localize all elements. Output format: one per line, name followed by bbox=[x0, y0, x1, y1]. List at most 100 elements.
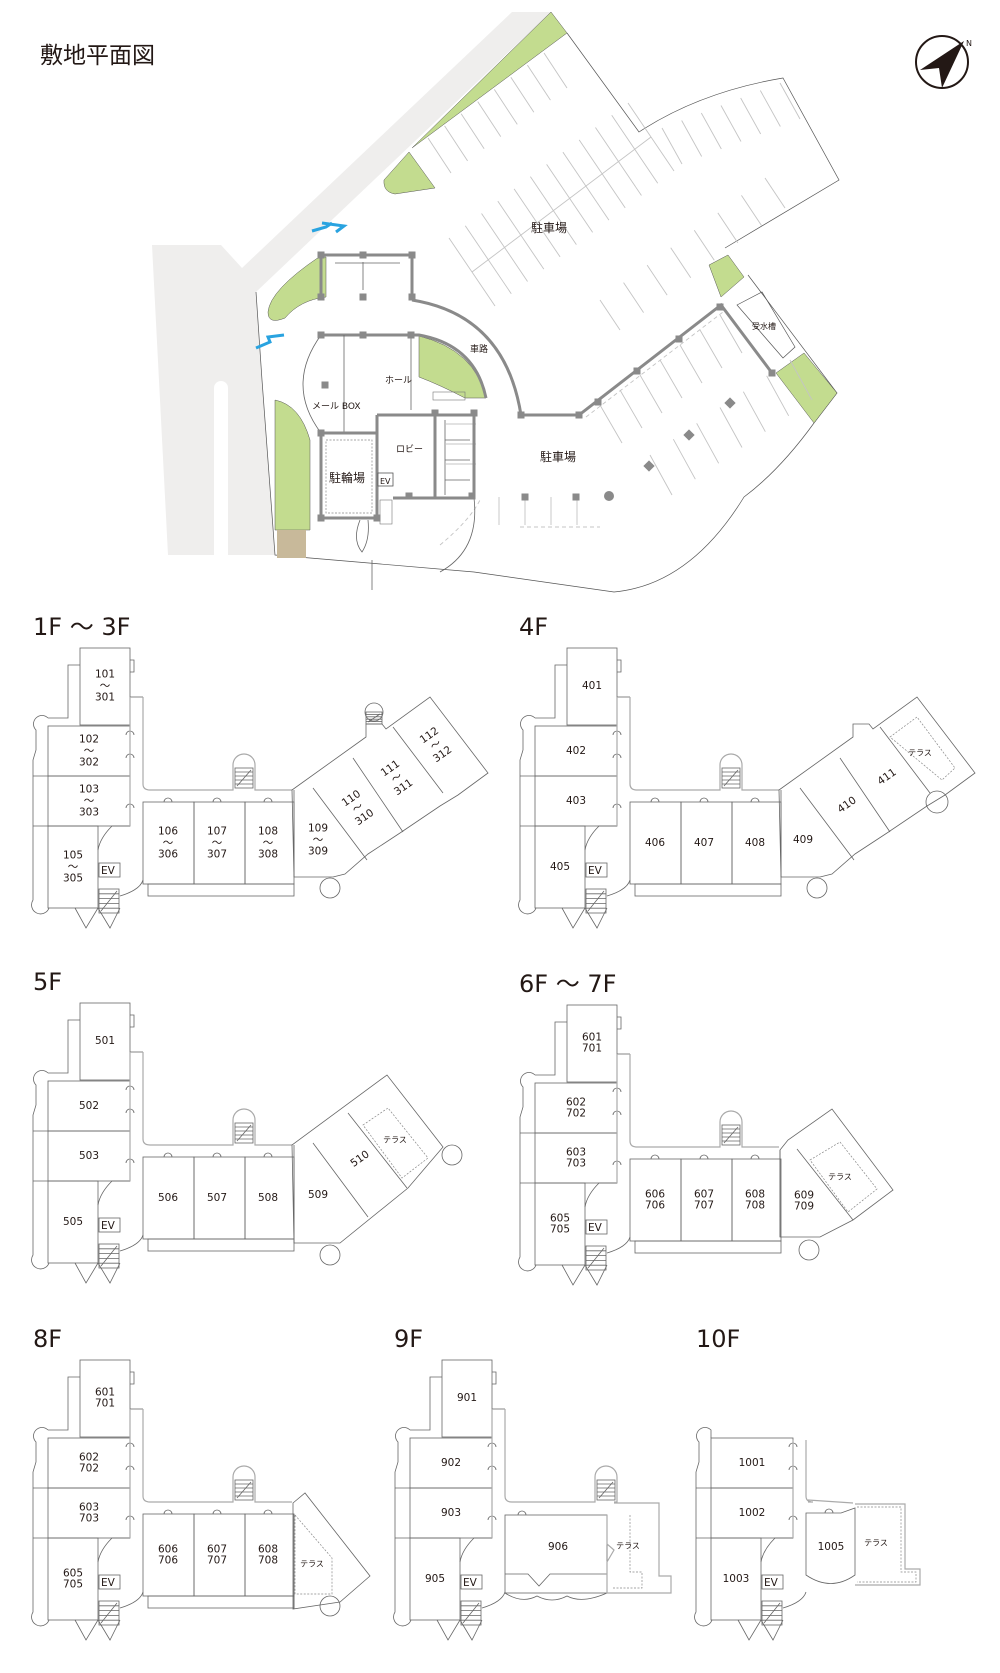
unit-room bbox=[534, 825, 586, 909]
parking-stall-line bbox=[700, 112, 722, 150]
parking-stall-line bbox=[693, 230, 715, 261]
stair bbox=[234, 1122, 254, 1144]
door-swing bbox=[699, 1154, 709, 1160]
unit-number: 102 bbox=[79, 734, 99, 746]
parking-south-label: 駐車場 bbox=[540, 449, 576, 464]
parking-stall-line bbox=[679, 344, 703, 384]
parking-dashed-line bbox=[439, 311, 724, 546]
water-tank bbox=[736, 291, 796, 359]
balcony-line bbox=[505, 1573, 607, 1587]
parking-stall-line bbox=[764, 177, 786, 209]
unit-label: 507 bbox=[207, 1192, 227, 1204]
site-stair bbox=[432, 391, 466, 401]
wall-line bbox=[535, 1016, 622, 1076]
elevator-box bbox=[460, 1574, 483, 1590]
unit-number: 306 bbox=[158, 849, 178, 861]
balcony bbox=[147, 883, 295, 897]
unit-number: 605 bbox=[550, 1213, 570, 1225]
parking-stall-line bbox=[543, 52, 568, 89]
parking-stall-line bbox=[719, 314, 743, 354]
unit-number: 603 bbox=[566, 1147, 586, 1159]
unit-number: 903 bbox=[441, 1507, 461, 1519]
unit-number: 309 bbox=[308, 846, 328, 858]
wall-line bbox=[520, 775, 631, 929]
planting-area bbox=[383, 151, 436, 195]
stair bbox=[596, 1479, 616, 1501]
unit-number: 707 bbox=[207, 1555, 227, 1567]
stair bbox=[365, 711, 383, 725]
unit-label: 903 bbox=[441, 1507, 461, 1519]
unit-label: 508 bbox=[258, 1192, 278, 1204]
site-plan-title: 敷地平面図 bbox=[40, 43, 155, 69]
corridor-wall bbox=[629, 1054, 779, 1148]
parking-stall-line bbox=[448, 237, 473, 273]
parking-stall-line bbox=[585, 185, 610, 221]
structural-column bbox=[604, 491, 614, 501]
parking-stall-line bbox=[520, 234, 545, 270]
wall-line bbox=[31, 1427, 50, 1627]
structural-column bbox=[359, 251, 367, 259]
unit-room bbox=[79, 1002, 131, 1081]
parking-stall-line bbox=[741, 195, 762, 226]
stair-arrow bbox=[587, 1247, 605, 1269]
door-swing bbox=[650, 797, 660, 803]
parking-stall-line bbox=[696, 423, 720, 464]
parking-stall-line bbox=[619, 389, 643, 429]
unit-number: 406 bbox=[645, 837, 665, 849]
unit-number: ～ bbox=[100, 680, 111, 692]
unit-number: 410 bbox=[835, 794, 858, 815]
terrace-wall bbox=[606, 1502, 672, 1594]
unit-number: 708 bbox=[258, 1555, 278, 1567]
stair bbox=[585, 1245, 607, 1271]
unit-label: 1002 bbox=[739, 1507, 766, 1519]
ev-label: EV bbox=[101, 1577, 116, 1589]
unit-number: ～ bbox=[263, 837, 274, 849]
unit-number: 601 bbox=[95, 1387, 115, 1399]
unit-number: 1005 bbox=[818, 1541, 845, 1553]
unit-number: 1002 bbox=[739, 1507, 766, 1519]
elevator-box bbox=[585, 862, 608, 878]
unit-number: 705 bbox=[550, 1224, 570, 1236]
unit-label: 110～310 bbox=[340, 788, 376, 828]
parking-centerline bbox=[471, 136, 652, 273]
unit-number: 407 bbox=[694, 837, 714, 849]
unit-number: 706 bbox=[158, 1555, 178, 1567]
structural-column bbox=[575, 411, 583, 419]
planting-area bbox=[274, 399, 311, 531]
unit-room bbox=[566, 647, 618, 726]
parking-stall-line bbox=[487, 259, 512, 294]
wall-line bbox=[31, 1070, 50, 1270]
stair bbox=[98, 1243, 120, 1269]
unit-room bbox=[409, 1537, 461, 1621]
unit-label: 408 bbox=[745, 837, 765, 849]
unit-number: 701 bbox=[95, 1398, 115, 1410]
terrace-label: テラス bbox=[616, 1542, 640, 1551]
parking-stall-line bbox=[623, 282, 644, 313]
floor-title-10f: 10F bbox=[696, 1325, 740, 1353]
parking-stall-line bbox=[639, 374, 663, 414]
parking-stall-line bbox=[740, 97, 762, 135]
door-swing bbox=[163, 1152, 173, 1158]
door-swing bbox=[263, 797, 273, 803]
unit-number: ～ bbox=[84, 745, 95, 757]
stair bbox=[234, 1479, 254, 1501]
unit-number: 609 bbox=[794, 1190, 814, 1202]
wall-line bbox=[293, 726, 444, 877]
stair-arrow bbox=[763, 1602, 781, 1624]
unit-label: 103～303 bbox=[79, 784, 99, 819]
unit-number: 105 bbox=[63, 850, 83, 862]
unit-number: 411 bbox=[875, 766, 898, 787]
stair-arrow bbox=[367, 713, 381, 723]
floor-plans: EV106～306107～307108～308101～301102～302103… bbox=[31, 647, 976, 1641]
parking-stall-line bbox=[477, 101, 502, 137]
unit-room bbox=[79, 647, 131, 726]
unit-number: 308 bbox=[258, 849, 278, 861]
site-ev-label: EV bbox=[380, 477, 391, 486]
structural-column bbox=[359, 293, 367, 301]
door-swing bbox=[163, 797, 173, 803]
stair bbox=[721, 767, 741, 789]
